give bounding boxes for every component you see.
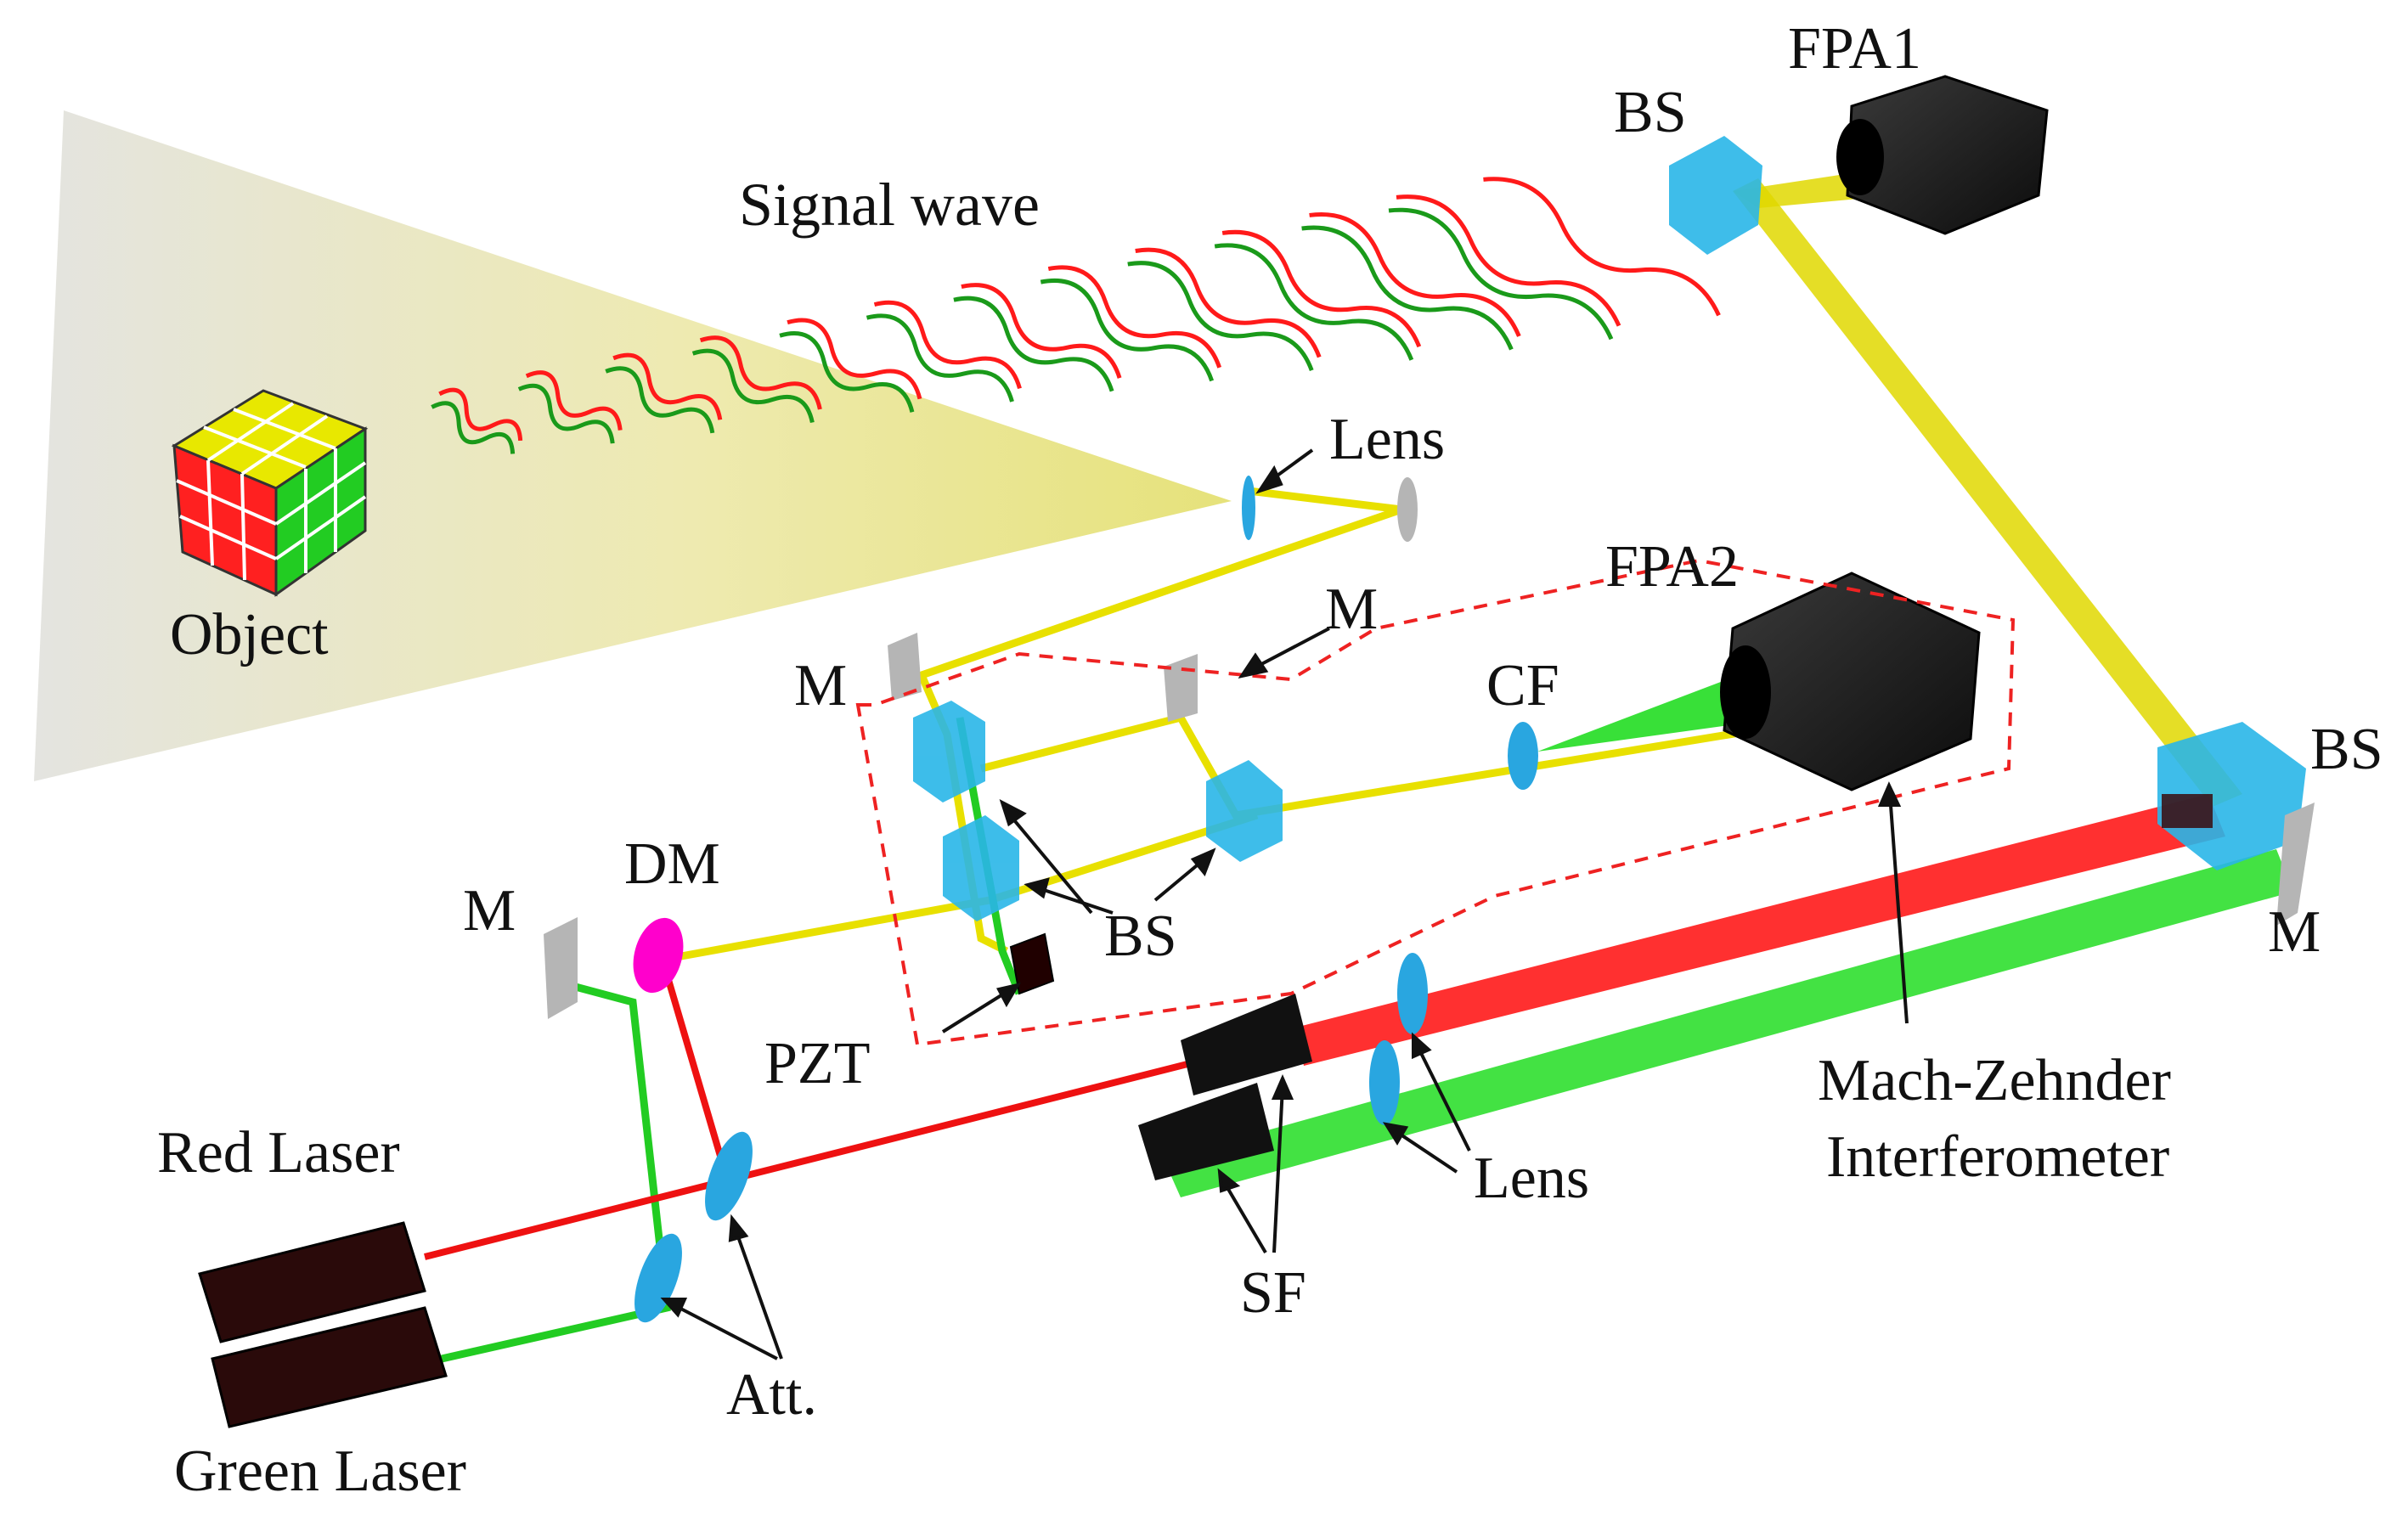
label-bs-center: BS xyxy=(1104,904,1177,969)
signal-wave-red-5 xyxy=(873,300,1022,390)
lenses xyxy=(634,476,1538,1323)
fpa2-camera xyxy=(1720,572,1981,791)
label-fpa2: FPA2 xyxy=(1605,534,1739,600)
signal-wave-green-3 xyxy=(691,348,815,424)
signal-wave-green-0 xyxy=(431,401,516,454)
signal-wave-green-11 xyxy=(1388,207,1614,341)
label-cf: CF xyxy=(1486,653,1559,718)
illumination-cone xyxy=(34,110,1232,781)
signal-wave-green-9 xyxy=(1214,243,1414,361)
green-beam-paths xyxy=(441,717,1024,1363)
signal-wave-red-6 xyxy=(961,283,1122,379)
signal-wave-red-1 xyxy=(525,370,623,431)
signal-wave-red-8 xyxy=(1135,247,1322,358)
signal-wave-red-9 xyxy=(1221,229,1422,348)
signal-wave-red-12 xyxy=(1483,177,1721,317)
object-cube xyxy=(171,389,369,597)
green-beam-wide xyxy=(1164,849,2293,1197)
beam-overlap-spot xyxy=(2162,794,2213,828)
label-mzi-line1: Mach-Zehnder xyxy=(1818,1048,2171,1113)
label-att: Att. xyxy=(726,1362,817,1428)
label-bs-top: BS xyxy=(1614,80,1687,145)
label-m-left: M xyxy=(794,653,847,718)
signal-wave-green-4 xyxy=(779,331,915,413)
label-sf: SF xyxy=(1240,1260,1306,1326)
annotation-arrows xyxy=(660,448,1909,1360)
signal-wave-green-2 xyxy=(605,366,715,434)
red-beam-wide xyxy=(1295,794,2225,1066)
red-beam-paths xyxy=(424,958,1198,1260)
label-dm: DM xyxy=(624,831,720,897)
signal-wave-red-2 xyxy=(612,352,723,420)
label-m-right: M xyxy=(2268,899,2321,965)
label-object: Object xyxy=(170,602,329,667)
spatial-filters xyxy=(1138,994,1312,1180)
signal-wave-red-11 xyxy=(1396,194,1621,327)
label-fpa1: FPA1 xyxy=(1788,16,1921,82)
signal-wave-green-10 xyxy=(1301,225,1514,351)
label-bs-right: BS xyxy=(2310,717,2383,782)
mzi-dashed-box xyxy=(855,558,2016,1047)
label-m-far-left: M xyxy=(463,878,516,943)
green-laser-body xyxy=(211,1306,448,1428)
label-mzi-line2: Interferometer xyxy=(1826,1124,2169,1190)
signal-wave-red-0 xyxy=(438,387,523,442)
signal-wave-red-7 xyxy=(1047,265,1222,369)
label-red-laser: Red Laser xyxy=(157,1120,400,1186)
label-m-mid: M xyxy=(1325,577,1378,642)
label-pzt: PZT xyxy=(764,1031,870,1096)
label-signal-wave: Signal wave xyxy=(739,171,1040,239)
signal-wave-green-5 xyxy=(866,313,1014,403)
label-green-laser: Green Laser xyxy=(174,1439,466,1504)
signal-wave-red-4 xyxy=(787,318,922,400)
signal-waves xyxy=(431,177,1721,454)
green-cone-fpa2 xyxy=(1537,671,1754,752)
beam-splitter-cubes xyxy=(913,136,2306,921)
fpa1-camera xyxy=(1836,75,2049,235)
signal-wave-green-8 xyxy=(1127,261,1314,371)
pzt-actuator xyxy=(1009,932,1055,995)
label-lens-bottom: Lens xyxy=(1474,1146,1589,1211)
dichroic-mirror xyxy=(633,917,684,994)
red-laser-body xyxy=(198,1221,426,1343)
signal-wave-green-1 xyxy=(517,383,615,444)
signal-wave-red-3 xyxy=(699,335,822,410)
label-lens-top: Lens xyxy=(1329,407,1445,472)
signal-wave-green-6 xyxy=(953,296,1114,392)
signal-wave-red-10 xyxy=(1309,212,1521,337)
signal-wave-green-7 xyxy=(1040,279,1215,382)
